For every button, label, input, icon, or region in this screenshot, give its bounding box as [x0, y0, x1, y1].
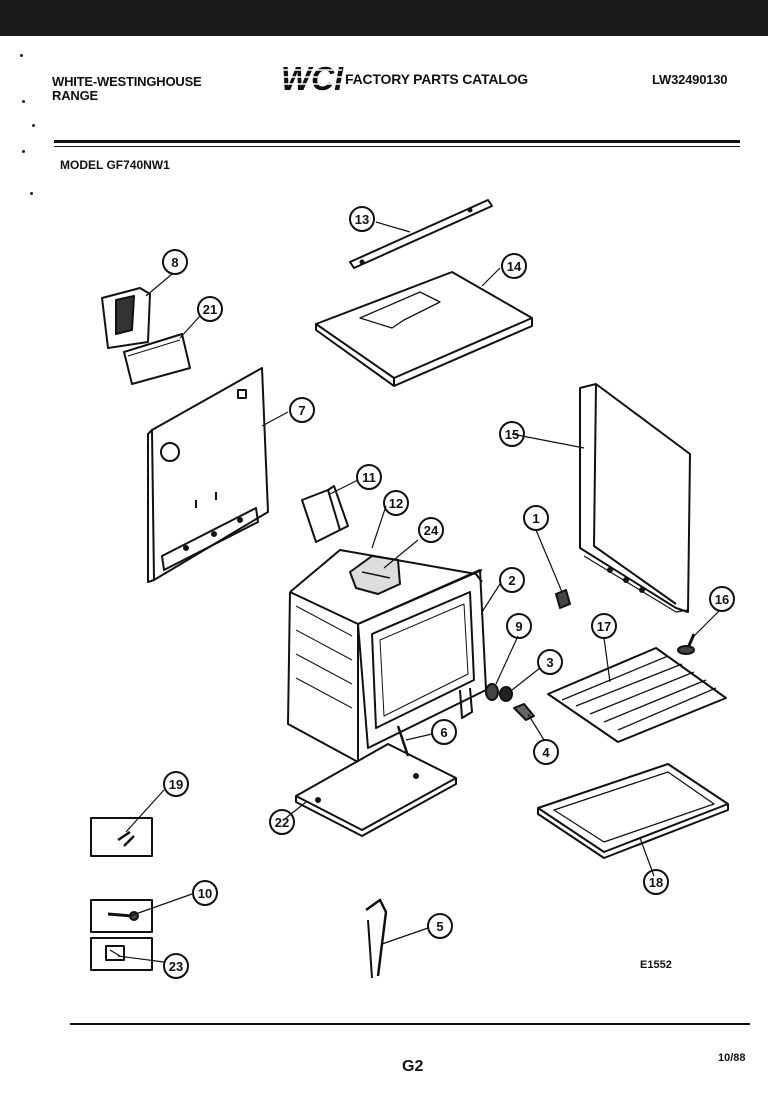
- catalog-title: FACTORY PARTS CATALOG: [345, 71, 528, 87]
- part-box-23: [90, 937, 153, 971]
- callout-16: 16: [715, 592, 729, 607]
- callout-3: 3: [546, 655, 553, 670]
- brand-line-1: WHITE-WESTINGHOUSE: [52, 74, 202, 89]
- callout-24: 24: [424, 523, 439, 538]
- part-spring-5: [365, 898, 388, 979]
- callout-8: 8: [171, 255, 178, 270]
- callout-19: 19: [169, 777, 183, 792]
- callout-2: 2: [508, 573, 515, 588]
- brand-line-2: RANGE: [52, 88, 98, 103]
- figure-code: E1552: [640, 959, 672, 971]
- callout-14: 14: [507, 259, 522, 274]
- part-screw-6: [396, 725, 410, 757]
- part-trim-strip: [349, 199, 493, 269]
- scan-speck: [22, 150, 25, 153]
- part-box-10: [90, 899, 153, 933]
- leader-lines: [117, 221, 721, 963]
- part-small-panel: [123, 333, 191, 385]
- part-knob-1: [555, 589, 571, 609]
- callout-7: 7: [298, 403, 305, 418]
- scan-speck: [30, 192, 33, 195]
- part-hardware-9: [485, 683, 499, 701]
- header-rule-thick: [54, 140, 740, 143]
- brand-block: WHITE-WESTINGHOUSE RANGE: [52, 75, 202, 103]
- callout-18: 18: [649, 875, 663, 890]
- footer-rule: [70, 1023, 750, 1025]
- part-cooktop-cover: [315, 271, 533, 387]
- top-black-bar: [0, 0, 768, 36]
- callout-17: 17: [597, 619, 611, 634]
- part-bottom-panel: [295, 743, 457, 837]
- scan-speck: [22, 100, 25, 103]
- header-rule-thin: [54, 146, 740, 147]
- callout-15: 15: [505, 427, 519, 442]
- callout-13: 13: [355, 212, 369, 227]
- callout-21: 21: [203, 302, 217, 317]
- wci-logo-text: WCI: [281, 60, 344, 96]
- callout-1: 1: [532, 511, 539, 526]
- callout-11: 11: [362, 470, 376, 485]
- callout-22: 22: [275, 815, 289, 830]
- part-back-panel: [147, 367, 269, 583]
- callout-10: 10: [198, 886, 212, 901]
- part-hardware-4: [513, 703, 535, 721]
- model-number: MODEL GF740NW1: [60, 158, 170, 172]
- callout-6: 6: [440, 725, 447, 740]
- part-broiler-pan: [537, 763, 729, 859]
- catalog-code: LW32490130: [652, 72, 728, 87]
- revision-date: 10/88: [718, 1052, 746, 1064]
- scan-speck: [20, 54, 23, 57]
- part-switch-bracket: [101, 287, 151, 349]
- page-number: G2: [402, 1058, 424, 1075]
- callout-4: 4: [542, 745, 550, 760]
- part-bracket-11: [301, 485, 349, 543]
- part-box-19: [90, 817, 153, 857]
- part-door-frame: [579, 383, 691, 613]
- callout-12: 12: [389, 496, 403, 511]
- part-oven-rack: [547, 647, 727, 743]
- part-leveler-16: [677, 633, 696, 655]
- part-hardware-3: [499, 686, 513, 702]
- wci-logo: WCI: [281, 60, 344, 96]
- callout-23: 23: [169, 959, 183, 974]
- callout-5: 5: [436, 919, 443, 934]
- scan-speck: [32, 124, 35, 127]
- callout-9: 9: [515, 619, 522, 634]
